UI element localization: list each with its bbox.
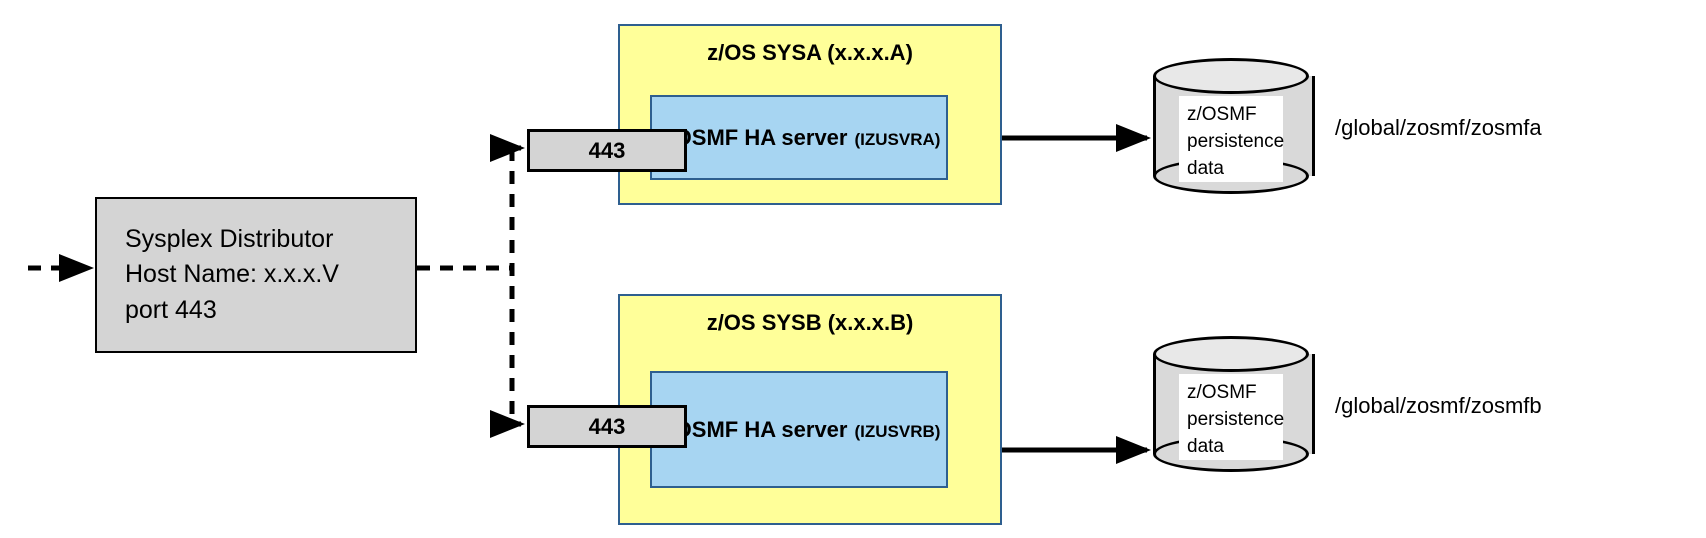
- storage-line-3-sysa: data: [1187, 157, 1224, 179]
- storage-label-sysb: z/OSMF persistence data: [1179, 374, 1285, 460]
- mount-path-label-sysb: /global/zosmf/zosmfb: [1335, 393, 1542, 418]
- distributor-line-1: Sysplex Distributor: [125, 224, 334, 253]
- storage-line-2-sysa: persistence: [1187, 130, 1285, 152]
- cylinder-top-sysb: [1153, 336, 1309, 372]
- cylinder-top-sysa: [1153, 58, 1309, 94]
- storage-cylinder-sysa[interactable]: z/OSMF persistence data: [1153, 58, 1315, 194]
- server-instance-sysb: (IZUSVRB): [854, 421, 941, 441]
- distributor-line-3: port 443: [125, 295, 217, 324]
- server-label-sysb: z/OSMF HA server (IZUSVRB): [658, 417, 941, 443]
- storage-line-1-sysa: z/OSMF: [1187, 104, 1257, 125]
- sysplex-distributor-box[interactable]: Sysplex Distributor Host Name: x.x.x.V p…: [95, 197, 417, 353]
- system-title-sysa: z/OS SYSA (x.x.x.A): [707, 40, 913, 65]
- server-label-sysa: z/OSMF HA server (IZUSVRA): [658, 125, 941, 151]
- storage-label-sysa: z/OSMF persistence data: [1179, 96, 1285, 182]
- storage-line-3-sysb: data: [1187, 435, 1224, 457]
- mount-path-label-sysa: /global/zosmf/zosmfa: [1335, 115, 1542, 140]
- storage-line-2-sysb: persistence: [1187, 408, 1285, 430]
- port-label-sysa: 443: [588, 137, 626, 163]
- server-name-sysb: z/OSMF HA server: [657, 416, 848, 442]
- distributor-line-2: Host Name: x.x.x.V: [125, 260, 339, 289]
- port-box-sysa[interactable]: 443: [527, 129, 687, 172]
- system-title-sysb: z/OS SYSB (x.x.x.B): [706, 310, 914, 335]
- storage-line-1-sysb: z/OSMF: [1187, 382, 1257, 403]
- server-box-sysa[interactable]: z/OSMF HA server (IZUSVRA): [650, 95, 948, 180]
- storage-cylinder-sysb[interactable]: z/OSMF persistence data: [1153, 336, 1315, 472]
- server-box-sysb[interactable]: z/OSMF HA server (IZUSVRB): [650, 371, 948, 488]
- server-instance-sysa: (IZUSVRA): [854, 129, 941, 149]
- port-box-sysb[interactable]: 443: [527, 405, 687, 448]
- server-name-sysa: z/OSMF HA server: [657, 124, 848, 150]
- port-label-sysb: 443: [588, 413, 626, 439]
